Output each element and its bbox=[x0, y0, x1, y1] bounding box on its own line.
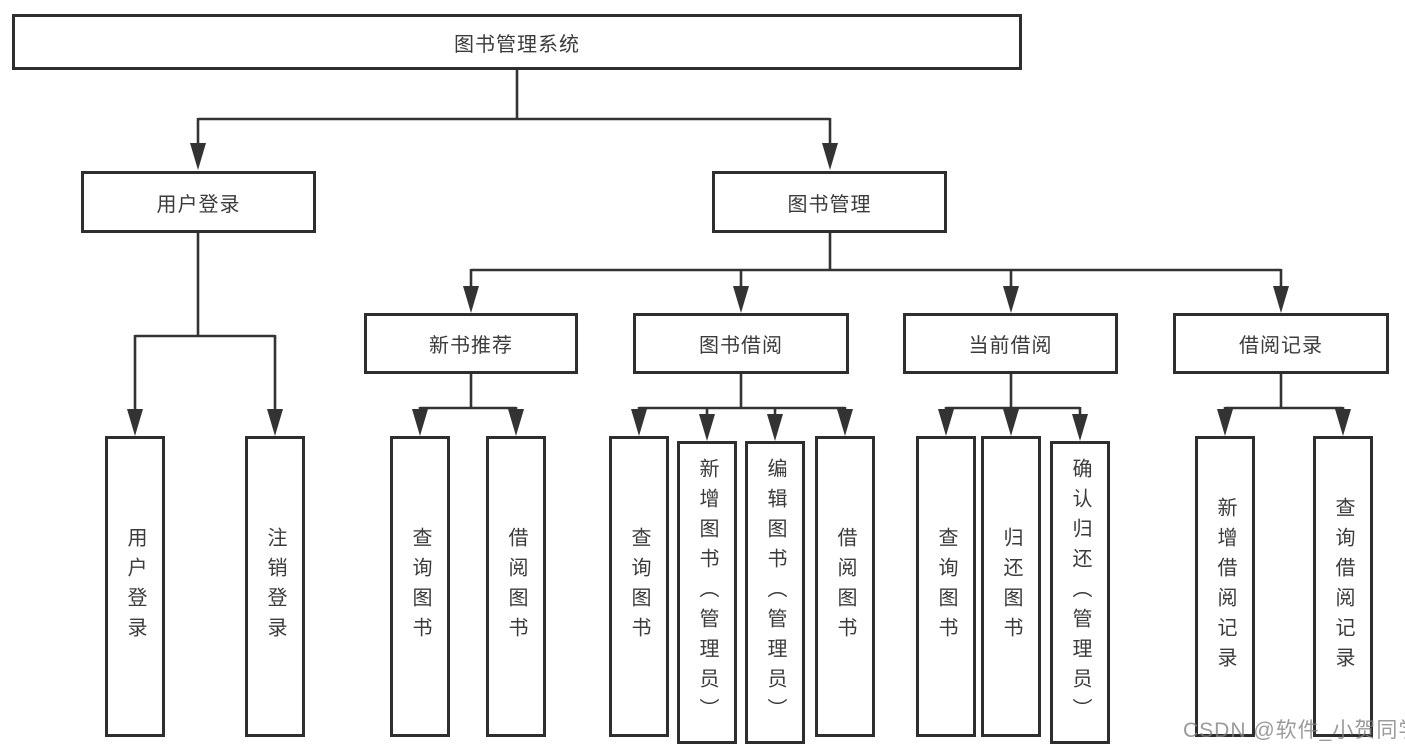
leaf-query-books-3: 查询图书 bbox=[916, 436, 976, 737]
node-book-management-label: 图书管理 bbox=[787, 193, 872, 216]
leaf-user-login: 用户登录 bbox=[105, 436, 165, 737]
leaf-borrow-books-2: 借阅图书 bbox=[815, 436, 875, 737]
leaf-query-books-1: 查询图书 bbox=[390, 436, 450, 737]
leaf-add-books-admin: 新增图书（管理员） bbox=[677, 441, 737, 744]
leaf-return-books: 归还图书 bbox=[981, 436, 1041, 737]
leaf-query-books-1-label: 查询图书 bbox=[409, 526, 431, 647]
node-book-management: 图书管理 bbox=[712, 171, 947, 233]
leaf-user-login-label: 用户登录 bbox=[124, 526, 146, 647]
leaf-add-borrow-record-label: 新增借阅记录 bbox=[1214, 496, 1236, 677]
node-new-book-recommend: 新书推荐 bbox=[364, 313, 578, 374]
leaf-return-books-label: 归还图书 bbox=[1000, 526, 1022, 647]
leaf-logout-label: 注销登录 bbox=[264, 526, 286, 647]
node-book-borrowing: 图书借阅 bbox=[633, 313, 849, 374]
node-current-borrowing: 当前借阅 bbox=[903, 313, 1118, 374]
leaf-edit-books-admin-label: 编辑图书（管理员） bbox=[764, 457, 786, 728]
node-borrowing-records-label: 借阅记录 bbox=[1239, 335, 1323, 357]
leaf-logout: 注销登录 bbox=[245, 436, 305, 737]
leaf-query-borrow-record-label: 查询借阅记录 bbox=[1332, 496, 1354, 677]
leaf-borrow-books-1-label: 借阅图书 bbox=[505, 526, 527, 647]
leaf-add-books-admin-label: 新增图书（管理员） bbox=[696, 457, 718, 728]
leaf-query-books-2: 查询图书 bbox=[609, 436, 669, 737]
node-book-borrowing-label: 图书借阅 bbox=[699, 335, 783, 357]
node-root-label: 图书管理系统 bbox=[454, 33, 580, 56]
leaf-query-books-3-label: 查询图书 bbox=[935, 526, 957, 647]
leaf-confirm-return-admin: 确认归还（管理员） bbox=[1050, 441, 1110, 744]
node-user-login-label: 用户登录 bbox=[156, 193, 241, 216]
watermark: CSDN @软件_小贺同学 bbox=[1183, 719, 1405, 742]
leaf-query-books-2-label: 查询图书 bbox=[628, 526, 650, 647]
node-current-borrowing-label: 当前借阅 bbox=[968, 335, 1053, 357]
node-root: 图书管理系统 bbox=[12, 14, 1022, 70]
leaf-borrow-books-1: 借阅图书 bbox=[486, 436, 546, 737]
leaf-add-borrow-record: 新增借阅记录 bbox=[1195, 436, 1255, 737]
leaf-borrow-books-2-label: 借阅图书 bbox=[834, 526, 856, 647]
leaf-edit-books-admin: 编辑图书（管理员） bbox=[745, 441, 805, 744]
node-user-login: 用户登录 bbox=[81, 171, 316, 233]
node-new-book-recommend-label: 新书推荐 bbox=[429, 335, 513, 357]
node-borrowing-records: 借阅记录 bbox=[1173, 313, 1389, 374]
leaf-query-borrow-record: 查询借阅记录 bbox=[1313, 436, 1373, 737]
leaf-confirm-return-admin-label: 确认归还（管理员） bbox=[1069, 457, 1091, 728]
